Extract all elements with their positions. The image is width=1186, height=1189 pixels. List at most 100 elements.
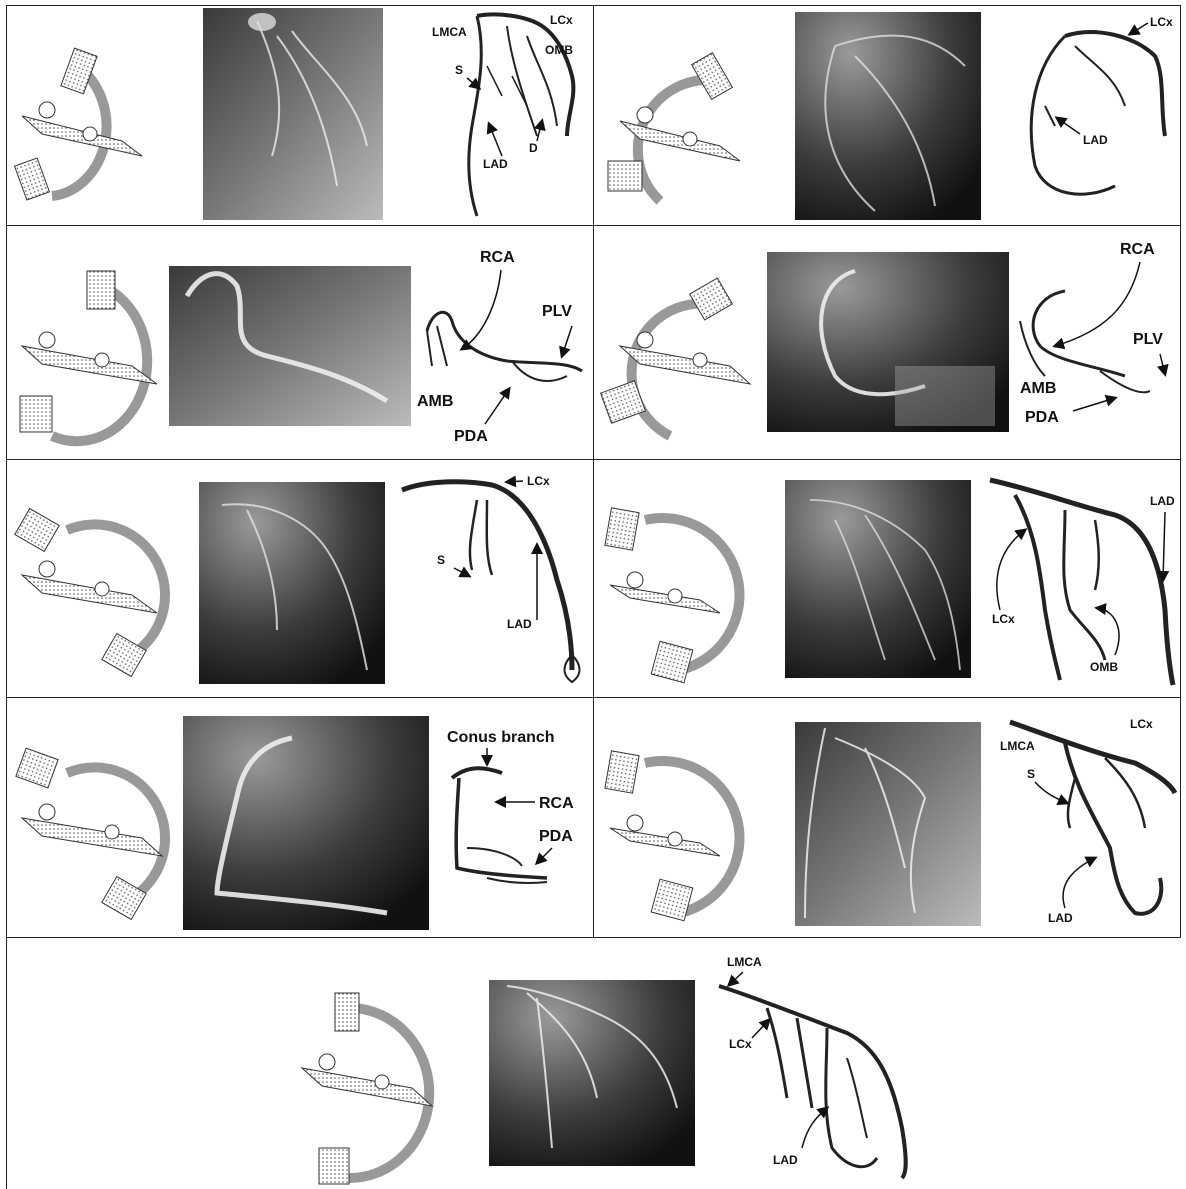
vessel-sketch (990, 480, 1173, 685)
panel-1: LMCA LCx OMB S D LAD (7, 6, 593, 224)
arrow-lcx (1130, 23, 1148, 34)
angiogram-image (767, 252, 1009, 432)
label-rca: RCA (480, 249, 515, 266)
label-lcx: LCx (1130, 717, 1153, 731)
c-arm-diagram (15, 509, 165, 677)
label-plv: PLV (1133, 331, 1163, 348)
panel-8: LCx LMCA S LAD (595, 698, 1180, 936)
arrow-lad (1057, 118, 1080, 134)
arrow-s (1035, 782, 1067, 803)
arrow-pda (485, 389, 509, 424)
label-rca: RCA (1120, 241, 1155, 258)
label-omb: OMB (1090, 660, 1118, 674)
panel-3-svg: RCA PLV AMB PDA (7, 226, 593, 458)
arrow-s (467, 78, 479, 88)
panel-2: LCx LAD (595, 6, 1180, 224)
label-lcx: LCx (992, 612, 1015, 626)
label-pda: PDA (539, 828, 573, 845)
label-lad: LAD (507, 617, 532, 631)
label-s: S (1027, 767, 1035, 781)
c-arm-diagram (16, 748, 165, 919)
angiogram-image (795, 722, 981, 926)
arrow-rca (1055, 262, 1140, 346)
panel-7-svg: Conus branch RCA PDA (7, 698, 593, 936)
c-arm-diagram (15, 48, 142, 200)
vessel-sketch (1031, 32, 1165, 194)
c-arm-diagram (608, 53, 740, 201)
label-lmca: LMCA (1000, 739, 1035, 753)
arrow-d (537, 121, 542, 141)
label-pda: PDA (1025, 409, 1059, 426)
angiogram-image (489, 980, 695, 1166)
arrow-rca (462, 270, 501, 349)
label-lad: LAD (1048, 911, 1073, 925)
label-s: S (437, 553, 445, 567)
panel-2-svg: LCx LAD (595, 6, 1180, 224)
angiogram-image (169, 266, 411, 426)
panel-6: LAD LCx OMB (595, 460, 1180, 696)
angiogram-image (203, 8, 383, 220)
c-arm-diagram (605, 751, 740, 921)
vessel-sketch (427, 312, 582, 381)
arrow-s (454, 568, 469, 576)
panel-7: Conus branch RCA PDA (7, 698, 593, 936)
arrow-lad (489, 124, 502, 156)
label-omb: OMB (545, 43, 573, 57)
vessel-sketch (452, 768, 547, 883)
grid-border-right (1180, 5, 1181, 937)
label-lad: LAD (483, 157, 508, 171)
label-lmca: LMCA (727, 955, 762, 969)
label-amb: AMB (417, 393, 453, 410)
label-lcx: LCx (550, 13, 573, 27)
label-lcx: LCx (527, 474, 550, 488)
arrow-lad (1163, 512, 1165, 580)
label-pda: PDA (454, 428, 488, 445)
arrow-lcx (752, 1020, 769, 1038)
panel-9: LMCA LCx LAD (7, 938, 1180, 1186)
label-lad: LAD (1150, 494, 1175, 508)
arrow-lad (1063, 858, 1095, 908)
panel-4: RCA PLV AMB PDA (595, 226, 1180, 458)
panel-4-svg: RCA PLV AMB PDA (595, 226, 1180, 458)
arrow-lcx (997, 530, 1025, 610)
c-arm-diagram (20, 271, 157, 441)
arrow-lcx (507, 481, 523, 482)
label-lcx: LCx (1150, 15, 1173, 29)
label-lcx: LCx (729, 1037, 752, 1051)
angiogram-image (795, 12, 981, 220)
vessel-sketch (719, 986, 906, 1178)
arrow-plv (562, 326, 572, 356)
vessel-sketch (402, 482, 580, 682)
angiogram-image (183, 716, 429, 930)
c-arm-diagram (601, 278, 750, 436)
arrow-pda (1073, 398, 1115, 411)
label-lad: LAD (773, 1153, 798, 1167)
arrow-pda (537, 848, 552, 863)
panel-1-svg: LMCA LCx OMB S D LAD (7, 6, 593, 224)
label-d: D (529, 141, 538, 155)
label-conus-branch: Conus branch (447, 729, 555, 746)
grid-row-divider-4 (6, 937, 1181, 938)
label-lad: LAD (1083, 133, 1108, 147)
grid-border-left (6, 5, 7, 1189)
arrow-lad (802, 1108, 827, 1148)
vessel-sketch (1020, 291, 1150, 392)
arrow-plv (1160, 354, 1165, 374)
panel-9-svg: LMCA LCx LAD (7, 938, 1180, 1186)
c-arm-diagram (302, 993, 432, 1184)
panel-8-svg: LCx LMCA S LAD (595, 698, 1180, 936)
label-s: S (455, 63, 463, 77)
angiogram-image (785, 480, 971, 678)
panel-6-svg: LAD LCx OMB (595, 460, 1180, 696)
panel-5-svg: LCx S LAD (7, 460, 593, 696)
label-rca: RCA (539, 795, 574, 812)
vessel-sketch (1010, 722, 1175, 914)
panel-3: RCA PLV AMB PDA (7, 226, 593, 458)
label-amb: AMB (1020, 380, 1056, 397)
grid-column-divider (593, 5, 594, 937)
angiogram-image (199, 482, 385, 684)
label-plv: PLV (542, 303, 572, 320)
arrow-lmca (729, 972, 743, 985)
c-arm-diagram (605, 508, 740, 683)
